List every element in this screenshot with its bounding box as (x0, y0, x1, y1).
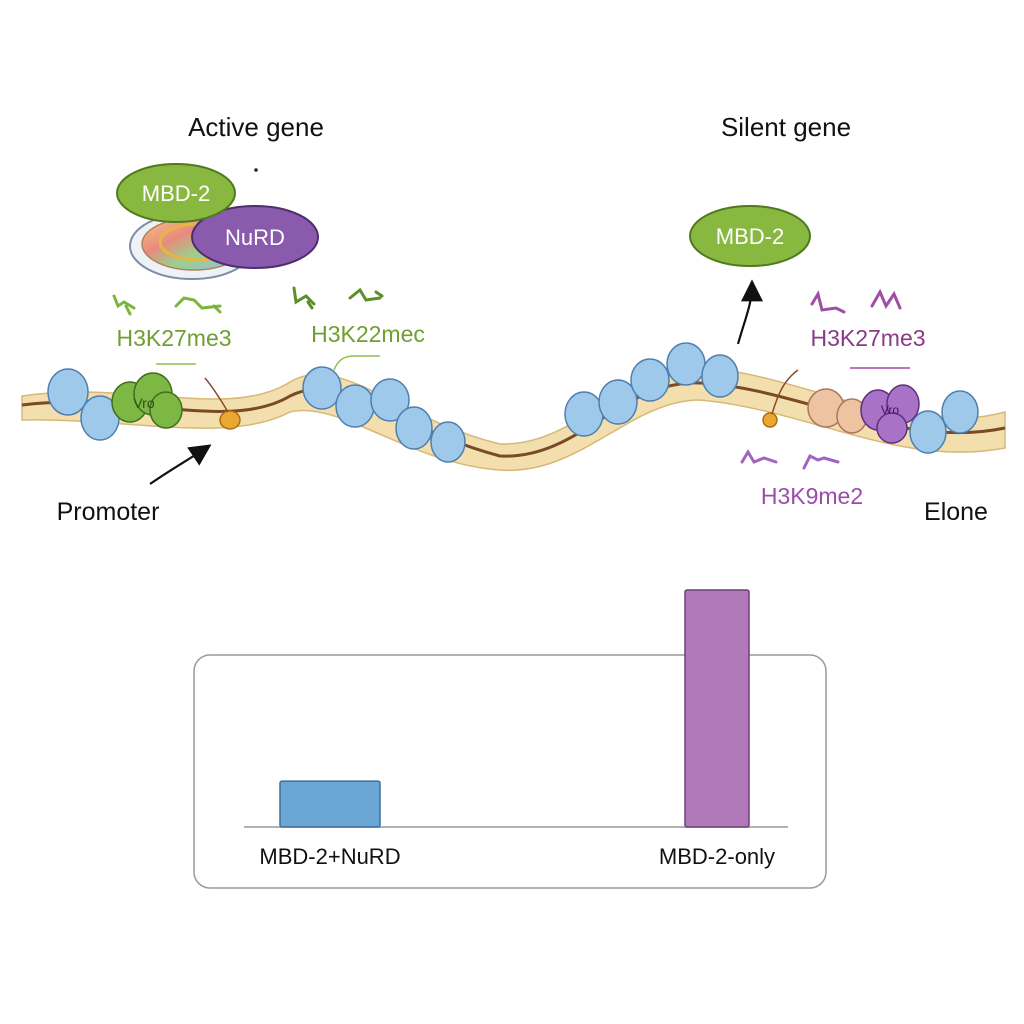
silent-gene-title: Silent gene (721, 112, 851, 142)
promoter-site (219, 410, 241, 430)
nurd-protein (191, 205, 319, 269)
histone-tail-glyph (174, 296, 222, 314)
silent-site (762, 412, 778, 428)
nucleosome (909, 410, 947, 454)
category-label-mbd2-only: MBD-2-only (659, 844, 775, 869)
bar-mbd2-only (684, 589, 750, 828)
nucleosome (701, 354, 739, 398)
histone-tail-glyph (740, 449, 778, 464)
nucleosome (941, 390, 979, 434)
nucleosome (564, 391, 604, 437)
nucleosome (370, 378, 410, 422)
bar-chart: MBD-2+NuRD MBD-2-only (193, 589, 827, 889)
nucleosome (302, 366, 342, 410)
silent-mark-tether (771, 369, 799, 415)
silent-mark-h3k27me3: H3K27me3 (810, 325, 925, 351)
promoter-label: Promoter (57, 498, 160, 526)
silent-mark-h3k9me2: H3K9me2 (761, 483, 863, 509)
silent-mark-glyphs (740, 288, 902, 470)
nucleosome (630, 358, 670, 402)
histone-tail-glyph (292, 286, 316, 310)
mbd2-nurd-complex: NuRD MBD-2 (116, 163, 319, 280)
mbd2-protein-active (116, 163, 236, 223)
active-mark-pointer (333, 355, 380, 371)
stray-dot (254, 168, 258, 172)
nucleosome (430, 421, 466, 463)
nucleosomes-silent (564, 342, 979, 454)
mbd2-protein-silent (689, 205, 811, 267)
nucleosome (335, 384, 375, 428)
modified-nucleosome-silent: Vro (807, 384, 920, 444)
promoter-arrow (149, 444, 212, 485)
nucleosome (395, 406, 433, 450)
nucleosome (666, 342, 706, 386)
nucleosome (598, 379, 638, 425)
chart-bars (279, 589, 750, 828)
silent-side-label: Elone (924, 498, 988, 526)
dissociation-arrow (736, 279, 763, 345)
promoter-tether (204, 377, 229, 413)
chart-category-labels: MBD-2+NuRD MBD-2-only (259, 844, 775, 869)
active-gene-title: Active gene (188, 112, 324, 142)
nucleosome (47, 368, 89, 416)
mbd2-silent-protein: MBD-2 (689, 205, 811, 267)
histone-tail-glyph (348, 287, 384, 302)
histone-tail-glyph (802, 453, 840, 470)
purple-lobe (876, 412, 908, 444)
chart-frame (193, 654, 827, 889)
bar-mbd2-nurd (279, 780, 381, 828)
silent-nucleosome-stamp: Vro (881, 403, 900, 417)
modified-nucleosome-active: Vro (111, 372, 183, 429)
category-label-mbd2-nurd: MBD-2+NuRD (259, 844, 400, 869)
histone-tail-glyph (112, 294, 136, 316)
nucleosomes-active (47, 366, 466, 463)
histone-tail-glyph (810, 290, 846, 314)
active-nucleosome-stamp: Vro (133, 395, 154, 411)
active-mark-h3k22mec: H3K22mec (311, 321, 425, 347)
green-lobe (149, 391, 183, 429)
nurd-label: NuRD (225, 225, 285, 250)
mbd2-label-silent: MBD-2 (716, 224, 784, 249)
active-mark-h3k27me3: H3K27me3 (116, 325, 231, 351)
histone-tail-glyph (870, 288, 902, 310)
active-mark-glyphs (112, 286, 384, 316)
mbd2-label-active: MBD-2 (142, 181, 210, 206)
